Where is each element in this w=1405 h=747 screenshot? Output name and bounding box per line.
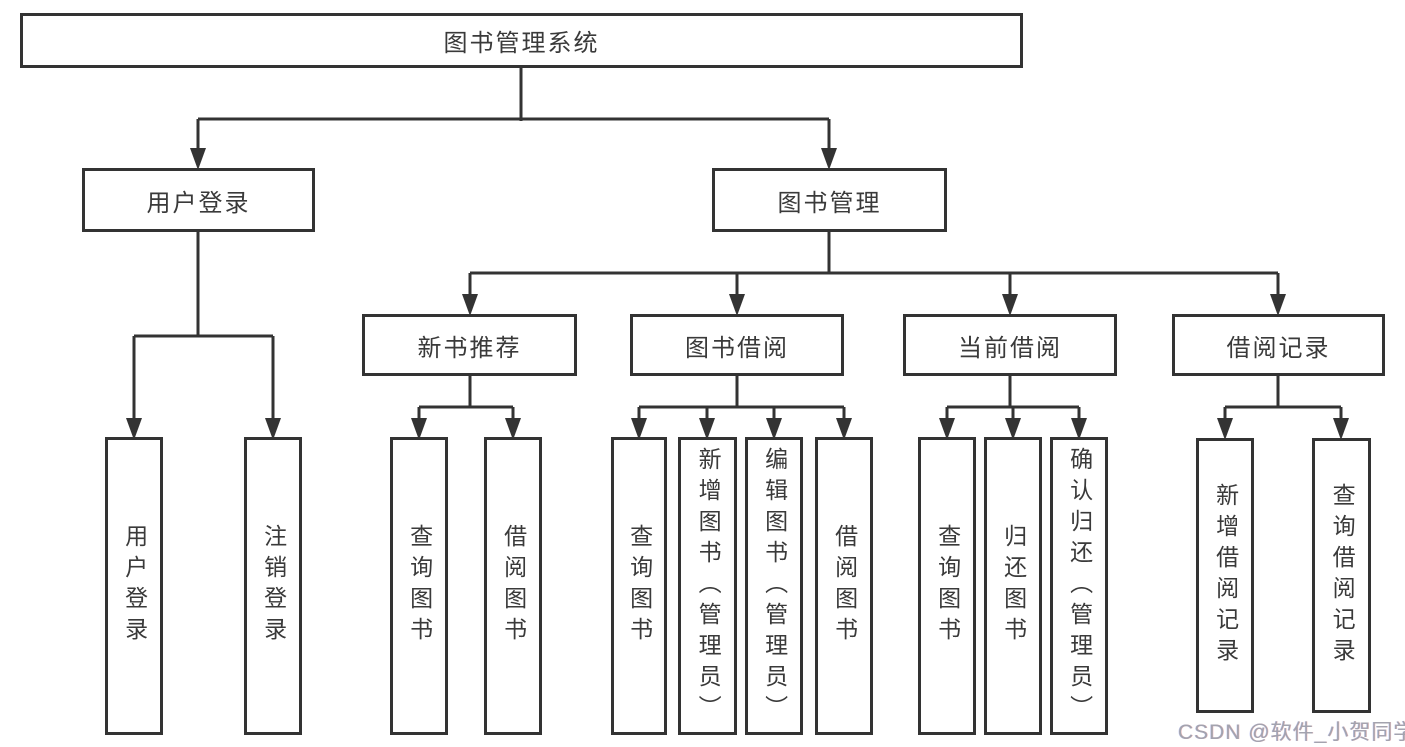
arrow-icon [821, 148, 837, 170]
arrow-icon [1002, 294, 1018, 316]
leaf-br-query-record: 查询借阅记录 [1312, 438, 1371, 713]
arrow-icon [729, 294, 745, 316]
node-book-borrowing: 图书借阅 [630, 314, 844, 376]
leaf-bb-borrow-books: 借阅图书 [815, 437, 873, 735]
node-new-book-recommend: 新书推荐 [362, 314, 577, 376]
leaf-bb-query-books: 查询图书 [611, 437, 667, 735]
arrow-icon [265, 418, 281, 440]
arrow-icon [411, 418, 427, 440]
node-current-borrowing: 当前借阅 [903, 314, 1117, 376]
arrow-icon [462, 294, 478, 316]
arrow-icon [699, 418, 715, 440]
leaf-cb-confirm-return-admin: 确认归还（管理员） [1050, 437, 1108, 735]
arrow-icon [1005, 418, 1021, 440]
arrow-icon [631, 418, 647, 440]
arrowheads [126, 148, 1349, 440]
leaf-br-add-record: 新增借阅记录 [1196, 438, 1254, 713]
leaf-bb-edit-books-admin: 编辑图书（管理员） [745, 437, 803, 735]
arrow-icon [1217, 418, 1233, 440]
leaf-cb-query-books: 查询图书 [918, 437, 976, 735]
leaf-bb-add-books-admin: 新增图书（管理员） [678, 437, 737, 735]
node-book-management: 图书管理 [712, 168, 947, 232]
leaf-user-login: 用户登录 [105, 437, 163, 735]
node-borrowing-records: 借阅记录 [1172, 314, 1385, 376]
arrow-icon [190, 148, 206, 170]
node-library-system: 图书管理系统 [20, 13, 1023, 68]
arrow-icon [1270, 294, 1286, 316]
arrow-icon [766, 418, 782, 440]
arrow-icon [1071, 418, 1087, 440]
leaf-nb-query-books: 查询图书 [390, 437, 448, 735]
node-user-login-group: 用户登录 [82, 168, 315, 232]
leaf-nb-borrow-books: 借阅图书 [484, 437, 542, 735]
arrow-icon [1333, 418, 1349, 440]
leaf-logout: 注销登录 [244, 437, 302, 735]
csdn-watermark: CSDN @软件_小贺同学 [1178, 721, 1405, 744]
leaf-cb-return-books: 归还图书 [984, 437, 1042, 735]
arrow-icon [126, 418, 142, 440]
arrow-icon [836, 418, 852, 440]
arrow-icon [505, 418, 521, 440]
arrow-icon [939, 418, 955, 440]
